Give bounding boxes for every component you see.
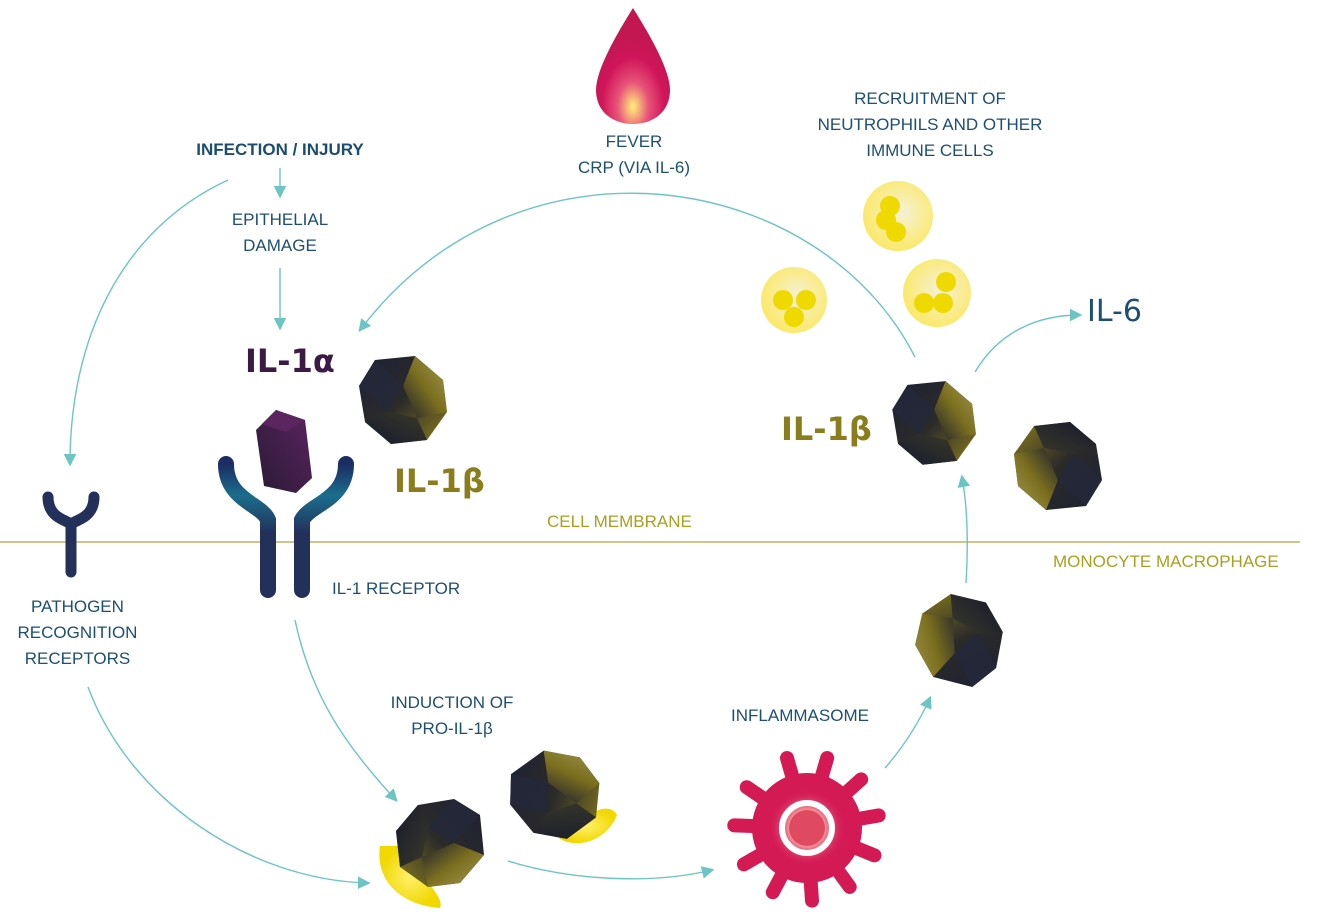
il1b-label-right: IL-1β <box>781 410 872 448</box>
monocyte-macrophage-label: MONOCYTE MACROPHAGE <box>1053 552 1279 571</box>
il1b-label-left: IL-1β <box>394 462 485 500</box>
arrow-receptor-to-induction <box>294 619 398 802</box>
pathogen-recognition-receptors-label: PATHOGEN RECOGNITION RECEPTORS <box>17 597 138 668</box>
fever-drop-icon <box>596 8 670 124</box>
arrow-il1b-to-il1a-feedback <box>358 192 916 358</box>
il1-receptor-label: IL-1 RECEPTOR <box>332 579 461 598</box>
inflammasome-label: INFLAMMASOME <box>731 706 869 725</box>
recruitment-label: RECRUITMENT OF NEUTROPHILS AND OTHER IMM… <box>817 89 1043 160</box>
arrow-pathogen-to-induction <box>87 686 371 890</box>
neutrophil-icon <box>903 259 971 327</box>
il1b-protein-icon <box>892 381 976 465</box>
il1-receptor-icon <box>218 456 354 598</box>
epithelial-damage-label: EPITHELIAL DAMAGE <box>231 210 329 255</box>
neutrophil-icon <box>761 267 827 333</box>
arrow-inflammasome-to-il1b <box>884 695 932 769</box>
il1b-protein-icon <box>1014 422 1102 510</box>
inflammasome-icon <box>727 751 886 908</box>
arrow-il1b-to-secreted <box>957 474 970 584</box>
neutrophil-icon <box>863 181 933 251</box>
fever-crp-label: FEVER CRP (VIA IL-6) <box>577 132 691 177</box>
infection-injury-label: INFECTION / INJURY <box>196 140 364 159</box>
cell-membrane-label: CELL MEMBRANE <box>547 512 692 531</box>
il1b-protein-icon <box>359 356 447 444</box>
pathogen-receptor-icon <box>42 491 100 578</box>
arrow-induction-to-inflammasome <box>507 860 715 880</box>
arrows <box>63 168 1083 890</box>
arrow-infection-to-pathogen-receptors <box>63 179 229 467</box>
il1a-label: IL-1α <box>245 342 335 380</box>
il1a-protein-icon <box>256 410 312 493</box>
yellow-glow <box>379 846 441 908</box>
induction-pro-il1b-label: INDUCTION OF PRO-IL-1β <box>390 693 514 738</box>
il1b-protein-icon <box>903 583 1016 697</box>
arrow-il1b-to-il6 <box>974 308 1083 373</box>
il6-label: IL-6 <box>1087 294 1142 329</box>
